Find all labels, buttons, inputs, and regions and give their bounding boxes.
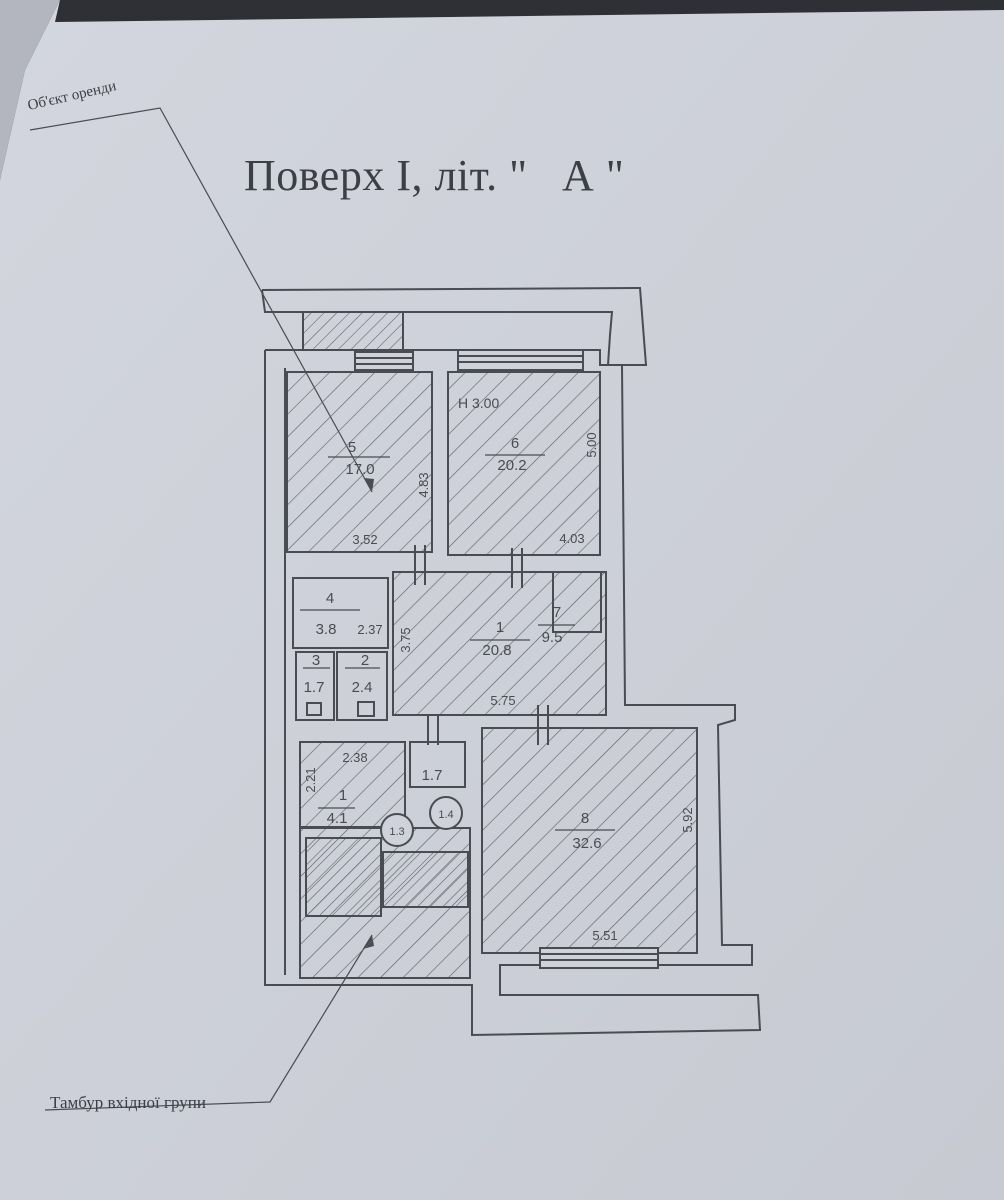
dimension-room4-width: 2.37 [357,622,382,637]
dimension-room5-width: 3.52 [352,532,377,547]
room-6-number: 6 [511,435,519,452]
room-3-area: 1.7 [304,679,325,696]
room-4-number: 4 [326,590,334,607]
vestibule-number: 1 [339,787,347,804]
room-4-area: 3.8 [316,621,337,638]
dimension-room8-height: 5.92 [680,807,695,832]
vestibule-area: 4.1 [327,810,348,827]
dimension-room6-width: 4.03 [559,531,584,546]
room-8-area: 32.6 [572,835,601,852]
room-5-area: 17.0 [345,461,374,478]
room-6-area: 20.2 [497,457,526,474]
room-2-number: 2 [361,652,369,669]
callout-vestibule: Тамбур вхідної групи [50,1093,206,1112]
dimension-room1-height: 3.75 [398,627,413,652]
dimension-room8-width: 5.51 [592,928,617,943]
room-7-area: 9.5 [542,629,563,646]
callout-leaders [29,107,373,1111]
closet-area: 1.7 [422,767,443,784]
room-5-number: 5 [348,439,356,456]
circle-mark-b: 1.4 [438,809,453,821]
page-title: Поверх I, літ. " А " [244,151,625,200]
dimension-room6-height: 5.00 [584,432,599,457]
room-labels: 5 17.0 6 20.2 4 3.8 1 20.8 7 9.5 3 1.7 2… [304,435,602,852]
dimension-room5-height: 4.83 [416,472,431,497]
circle-mark-a: 1.3 [389,826,404,838]
dimension-vestibule-width: 2.38 [342,750,367,765]
room-3-number: 3 [312,652,320,669]
dimension-vestibule-height: 2.21 [303,767,318,792]
room-1-number: 1 [496,619,504,636]
room-2-area: 2.4 [352,679,373,696]
room-8-number: 8 [581,810,589,827]
room-7-number: 7 [553,604,561,621]
height-note: Н 3.00 [458,395,499,411]
floor-plan [261,286,762,1037]
dimension-labels: 4.83 3.52 5.00 4.03 2.37 3.75 5.75 2.38 … [303,395,695,943]
room-1-area: 20.8 [482,642,511,659]
dimension-room1-width: 5.75 [490,693,515,708]
